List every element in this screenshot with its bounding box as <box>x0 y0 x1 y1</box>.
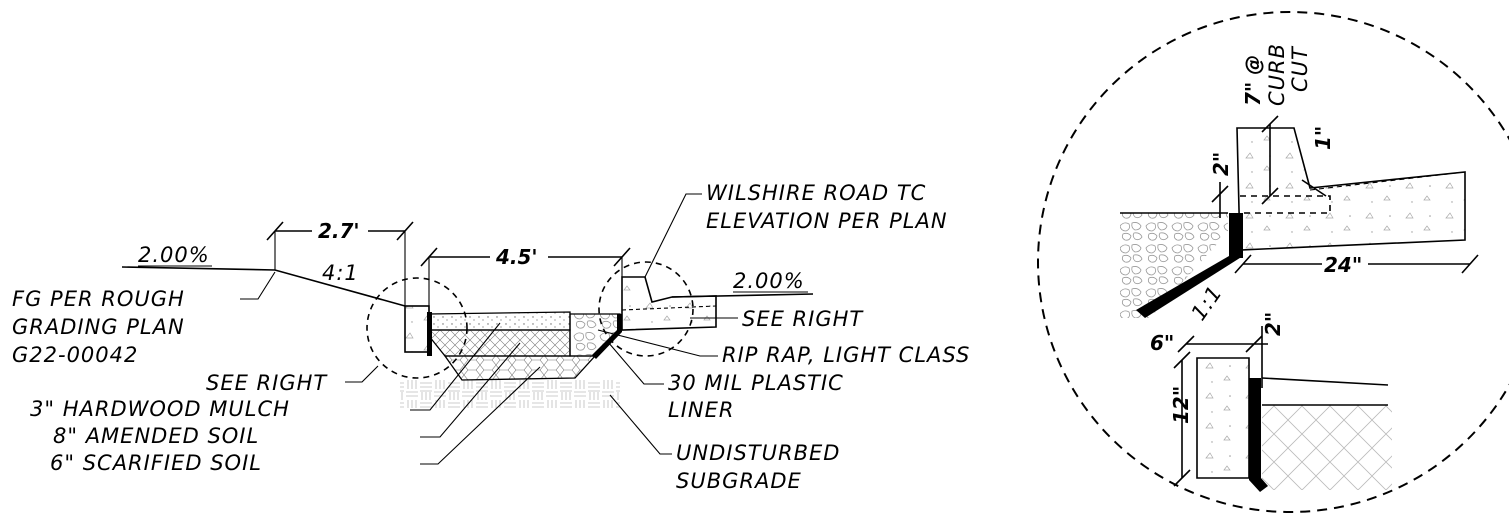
dim-12-label: 12" <box>1169 386 1193 424</box>
slope-left-label: 2.00% <box>138 243 210 267</box>
left-curb <box>404 305 430 353</box>
detail-liner-slope <box>1136 256 1243 318</box>
mulch-layer <box>428 311 571 331</box>
detail-circle-left <box>366 277 468 379</box>
mulch-label: 3" HARDWOOD MULCH <box>30 397 290 421</box>
detail-circle-right <box>598 261 694 357</box>
detail-liner-vertical <box>1229 213 1243 258</box>
rock-backfill <box>1120 213 1228 318</box>
fg-label-line1: FG PER ROUGH <box>12 287 185 311</box>
rip-rap-label: RIP RAP, LIGHT CLASS <box>722 343 970 367</box>
fg-label-line2: GRADING PLAN <box>12 315 185 339</box>
plastic-liner-label-line1: 30 MIL PLASTIC <box>668 371 844 395</box>
plastic-liner-right <box>592 314 622 359</box>
undisturbed-label-line2: SUBGRADE <box>676 469 802 493</box>
undisturbed-label-line1: UNDISTURBED <box>676 441 840 465</box>
lower-liner <box>1249 378 1268 492</box>
plastic-liner-left <box>427 312 432 356</box>
detail-curb <box>1236 127 1466 251</box>
lower-detail-soil <box>1262 405 1392 490</box>
see-right-label-left: SEE RIGHT <box>206 371 328 395</box>
scarified-soil-label: 6" SCARIFIED SOIL <box>50 451 262 475</box>
curb-cut-dim-line1: 7" @ <box>1241 55 1265 106</box>
plastic-liner-label-line2: LINER <box>668 398 734 422</box>
undisturbed-subgrade-hatch <box>400 380 620 408</box>
ratio-4-1-label: 4:1 <box>322 261 359 285</box>
section-view: 2.7' 4.5' 2.00% 4:1 2.00% FG PER ROUGH G… <box>12 181 970 493</box>
amended-soil-layer <box>428 329 571 357</box>
detail-boundary-circle <box>1037 11 1509 513</box>
scarified-soil-layer <box>443 355 597 381</box>
dim-2-top-label: 2" <box>1209 152 1233 176</box>
dim-4-5-label: 4.5' <box>495 245 538 269</box>
see-right-label-right: SEE RIGHT <box>742 307 864 331</box>
wilshire-label-line2: ELEVATION PER PLAN <box>706 209 948 233</box>
fg-label-line3: G22-00042 <box>12 343 138 367</box>
curb-cut-dim-line2: CURB <box>1265 43 1289 106</box>
dimension-2-7: 2.7' <box>266 219 414 306</box>
dim-2-bot-label: 2" <box>1261 312 1285 336</box>
dimension-4-5: 4.5' <box>420 245 631 312</box>
amended-soil-label: 8" AMENDED SOIL <box>53 424 259 448</box>
dim-2-7-label: 2.7' <box>318 219 360 243</box>
curb-detail: 7" @ CURB CUT 2" 1" 24" 1:1 6" 2" 12" <box>1037 11 1509 513</box>
slope-right-label: 2.00% <box>733 269 805 293</box>
dim-24-label: 24" <box>1324 253 1362 277</box>
right-curb <box>621 276 717 331</box>
wilshire-label-line1: WILSHIRE ROAD TC <box>706 181 926 205</box>
dim-6-label: 6" <box>1150 331 1174 355</box>
lower-curb <box>1196 357 1250 479</box>
dim-1-label: 1" <box>1311 126 1335 150</box>
curb-cut-dim-line3: CUT <box>1288 45 1312 92</box>
